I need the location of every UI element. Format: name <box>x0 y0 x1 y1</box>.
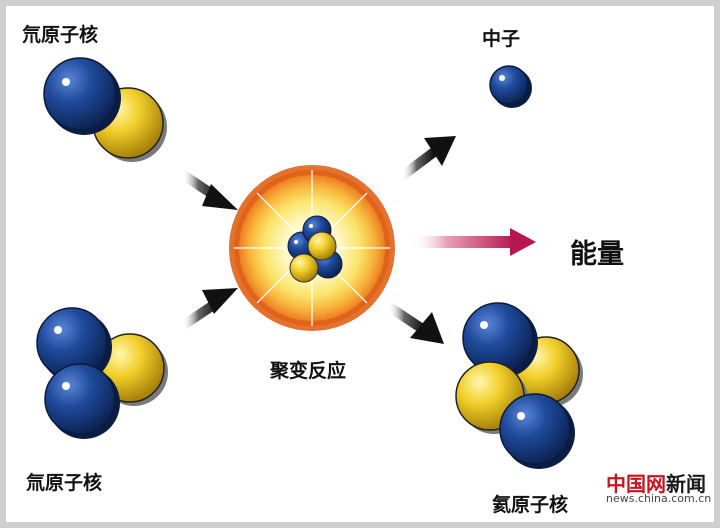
neutron-particle <box>489 65 532 108</box>
diagram-canvas: 氘原子核 氚原子核 中子 氦原子核 聚变反应 能量 中国网新闻 news.chi… <box>6 6 714 522</box>
energy-label: 能量 <box>570 239 624 270</box>
watermark-brand-dark: 新闻 <box>666 472 706 496</box>
arrow-to-energy <box>410 228 536 256</box>
fusion-diagram <box>36 57 583 469</box>
helium-label: 氦原子核 <box>492 494 569 516</box>
watermark-logo: 中国网新闻 <box>606 468 706 497</box>
neutron-label: 中子 <box>482 28 521 50</box>
fusion-burst <box>229 165 395 331</box>
tritium-label-bottom: 氚原子核 <box>26 472 103 494</box>
arrow-to-helium <box>385 301 444 344</box>
watermark-brand-red: 中国网 <box>606 472 666 496</box>
deuterium-nucleus-top <box>43 57 167 162</box>
arrow-to-neutron <box>399 136 456 180</box>
helium-nucleus <box>455 302 583 469</box>
arrow-deuterium-to-fusion <box>179 169 238 210</box>
deuterium-label-top: 氘原子核 <box>22 24 99 46</box>
arrow-tritium-to-fusion <box>179 288 238 331</box>
fusion-reaction-label: 聚变反应 <box>270 360 347 382</box>
watermark-url: news.china.com.cn <box>606 492 712 505</box>
tritium-nucleus-bottom <box>36 307 168 439</box>
